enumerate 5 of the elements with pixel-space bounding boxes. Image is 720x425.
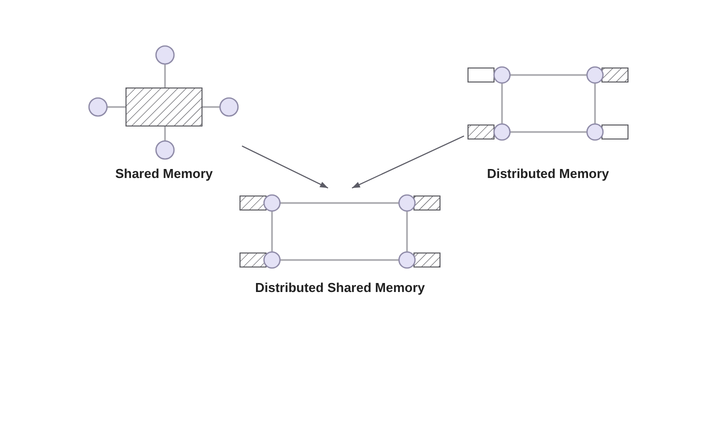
caption-label: Distributed Shared Memory <box>255 280 425 296</box>
caption-label: Distributed Memory <box>486 166 610 182</box>
arrow <box>242 146 328 188</box>
caption-label: Shared Memory <box>115 166 213 182</box>
arrow <box>352 136 464 188</box>
